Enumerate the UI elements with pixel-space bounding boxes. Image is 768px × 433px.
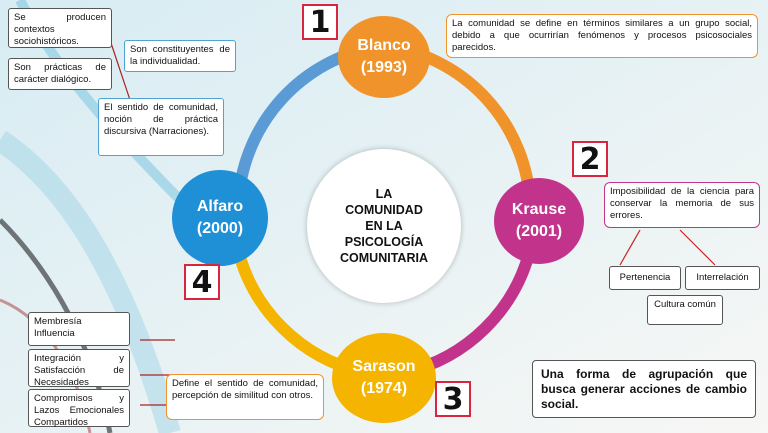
sarason-description: Define el sentido de comunidad, percepci… bbox=[166, 374, 324, 420]
blanco-description: La comunidad se define en términos simil… bbox=[446, 14, 758, 58]
sarason-item-membresia: Membresía Influencia bbox=[28, 312, 130, 346]
number-tag-1: 1 bbox=[302, 4, 338, 40]
center-circle: LA COMUNIDAD EN LA PSICOLOGÍA COMUNITARI… bbox=[307, 149, 461, 303]
number-tag-2: 2 bbox=[572, 141, 608, 177]
center-title-line: EN LA bbox=[365, 219, 403, 233]
alfaro-item-narraciones: El sentido de comunidad, noción de práct… bbox=[98, 98, 224, 156]
node-alfaro-year: (2000) bbox=[196, 220, 244, 237]
node-krause-name: Krause bbox=[511, 201, 567, 218]
center-title-line: PSICOLOGÍA bbox=[344, 235, 424, 249]
node-alfaro-name: Alfaro bbox=[196, 198, 244, 215]
node-krause-year: (2001) bbox=[515, 223, 563, 240]
node-blanco-name: Blanco bbox=[357, 37, 411, 54]
node-blanco: Blanco (1993) bbox=[338, 16, 430, 98]
node-blanco-year: (1993) bbox=[360, 59, 408, 76]
krause-description: Imposibilidad de la ciencia para conserv… bbox=[604, 182, 760, 228]
summary-box: Una forma de agrupación que busca genera… bbox=[532, 360, 756, 418]
center-title-line: COMUNITARIA bbox=[340, 251, 428, 265]
krause-item-interrelacion: Interrelación bbox=[685, 266, 760, 290]
center-title-line: COMUNIDAD bbox=[345, 203, 423, 217]
alfaro-item-contextos: Se producen contextos sociohistóricos. bbox=[8, 8, 112, 48]
center-title-line: LA bbox=[375, 187, 393, 201]
node-krause: Krause (2001) bbox=[494, 178, 584, 264]
sarason-item-compromisos: Compromisos y Lazos Emocionales Comparti… bbox=[28, 389, 130, 428]
node-sarason-year: (1974) bbox=[360, 380, 408, 397]
number-tag-3: 3 bbox=[435, 381, 471, 417]
node-alfaro: Alfaro (2000) bbox=[172, 170, 268, 266]
alfaro-item-individualidad: Son constituyentes de la individualidad. bbox=[124, 40, 236, 72]
sarason-item-integracion: Integración y Satisfacción de Necesidade… bbox=[28, 349, 130, 388]
krause-item-cultura: Cultura común bbox=[647, 295, 723, 325]
alfaro-item-dialogico: Son prácticas de carácter dialógico. bbox=[8, 58, 112, 90]
node-sarason-name: Sarason bbox=[352, 358, 416, 375]
number-tag-4: 4 bbox=[184, 264, 220, 300]
krause-item-pertenencia: Pertenencia bbox=[609, 266, 681, 290]
node-sarason: Sarason (1974) bbox=[332, 333, 436, 423]
